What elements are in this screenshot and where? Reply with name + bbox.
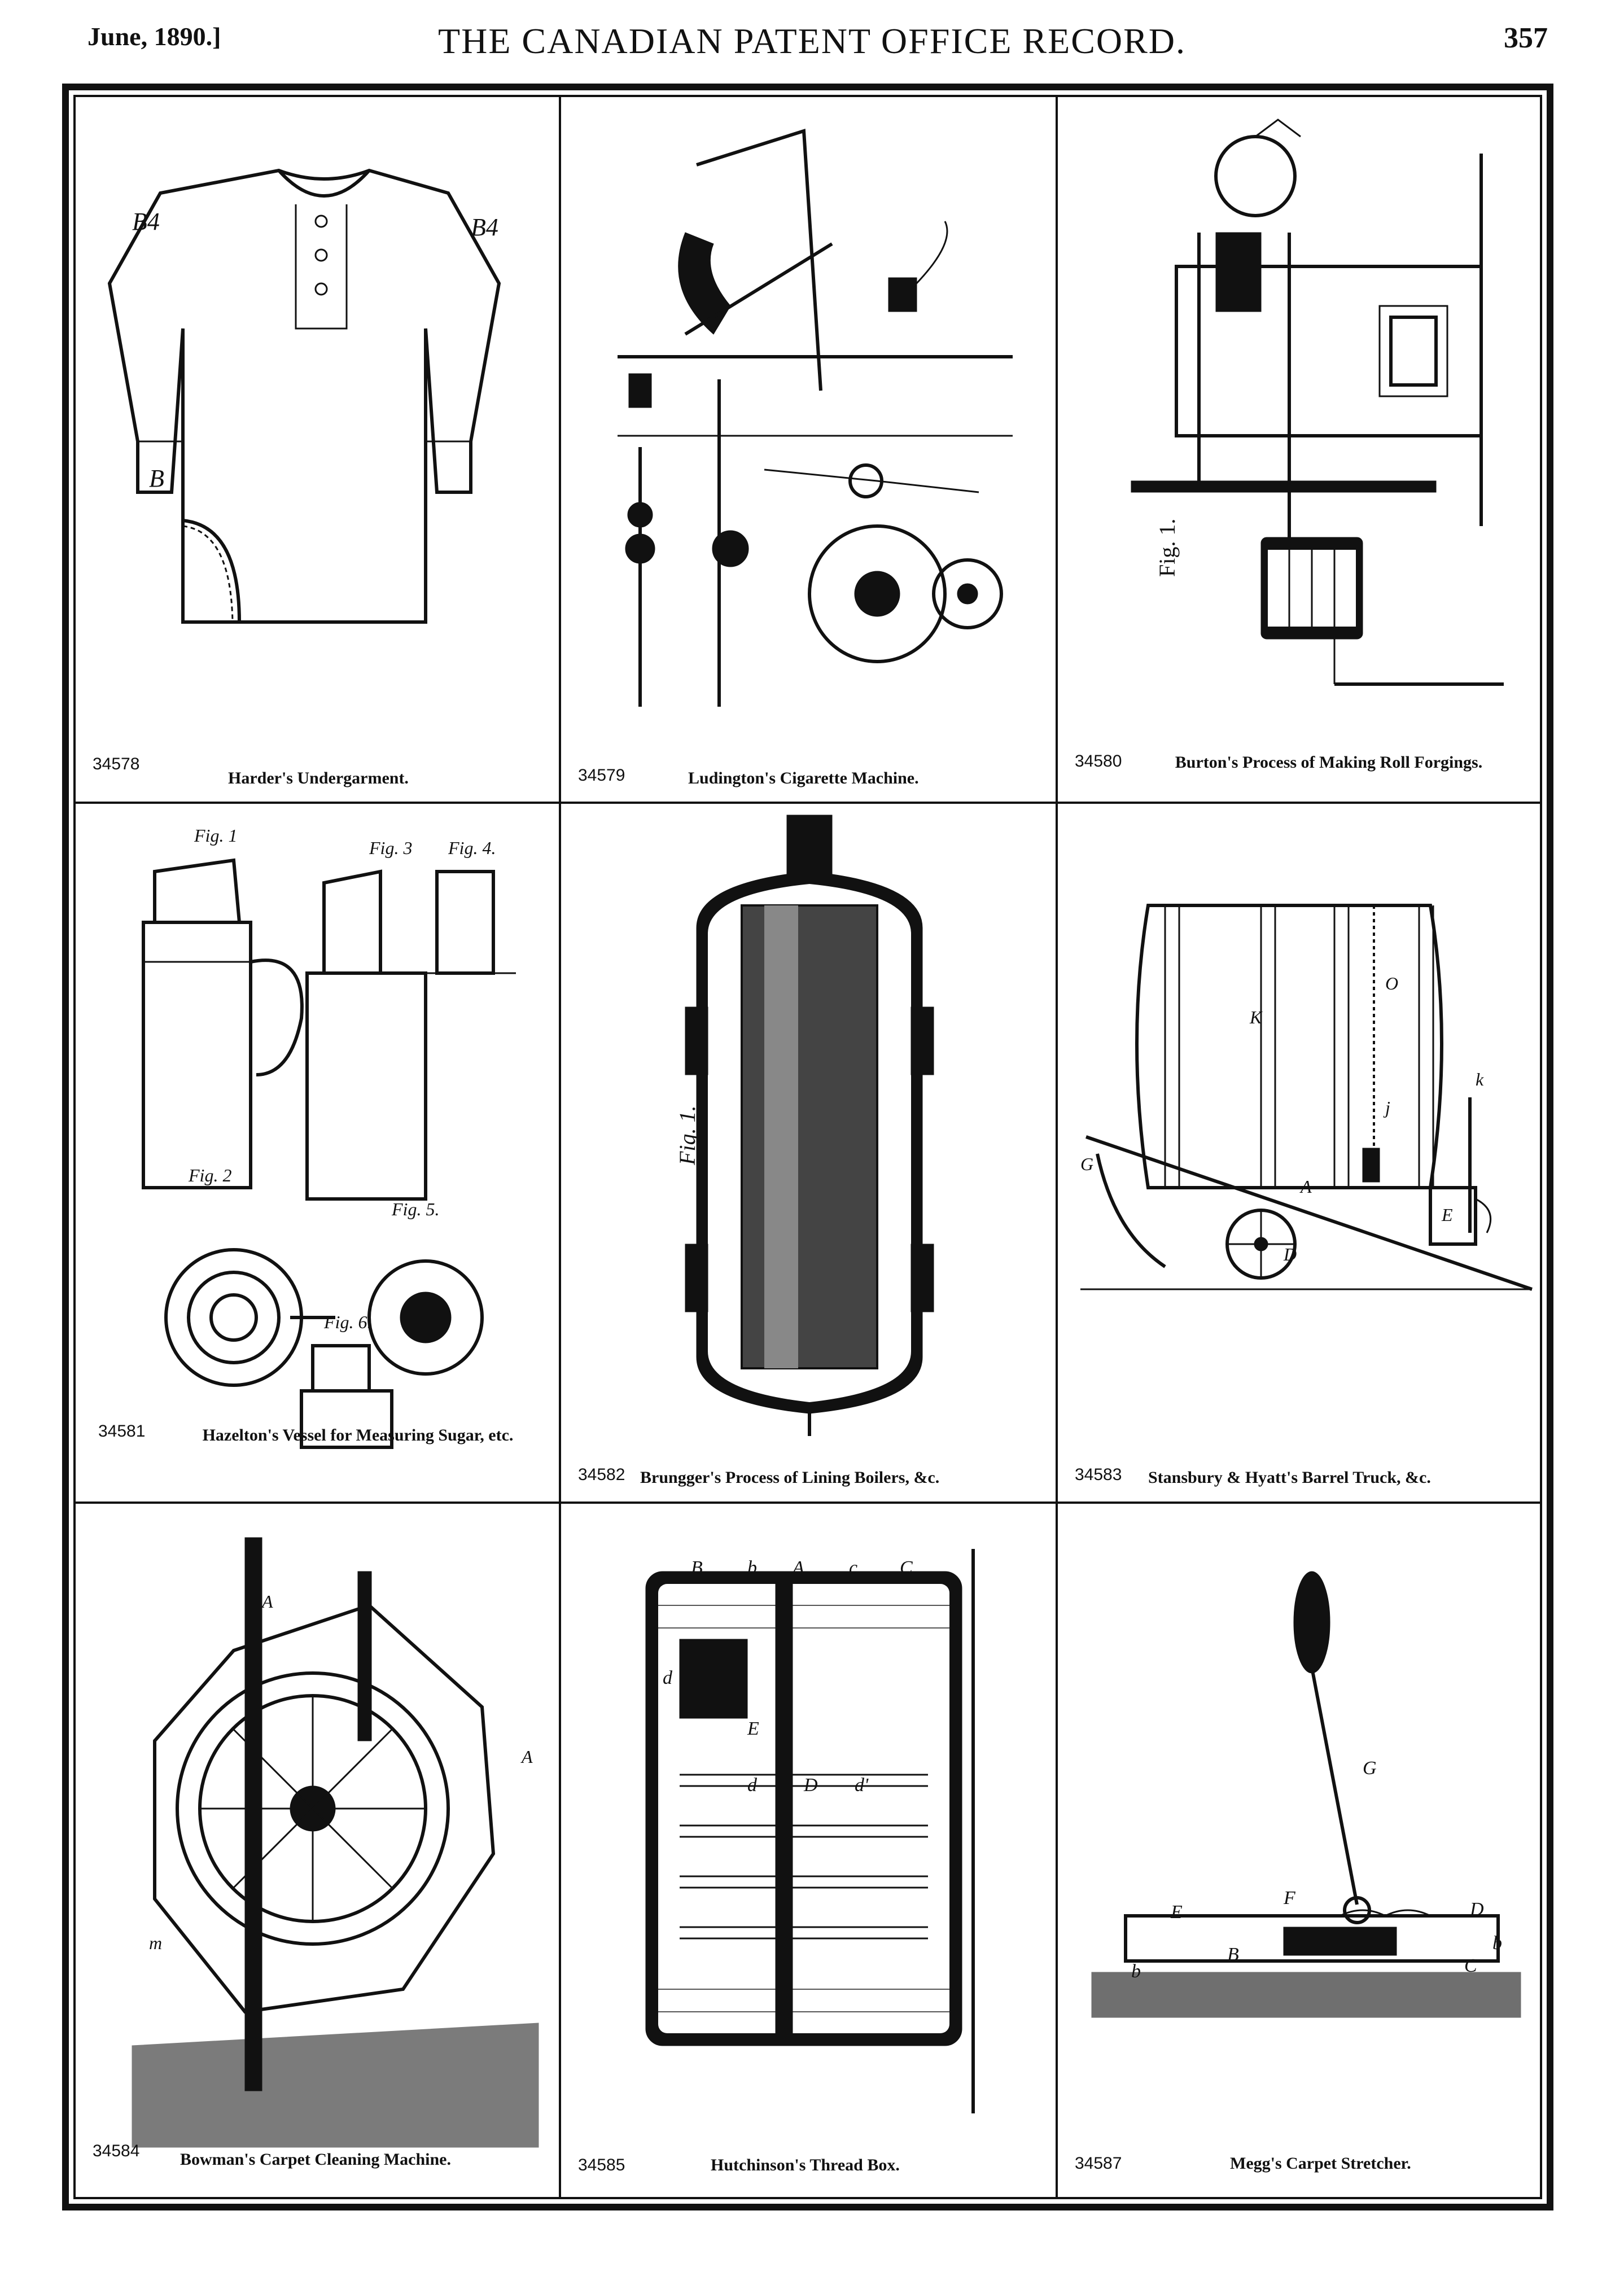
inner-frame: [73, 95, 1542, 2199]
patent-title: Hutchinson's Thread Box.: [711, 2156, 900, 2174]
sugar-vessel-drawing: [142, 858, 516, 1449]
figure-label: D: [1284, 1244, 1297, 1264]
patent-cell-34578: B4 B4 B 34578 Harder's Undergarment.: [76, 97, 559, 802]
boiler-lining-drawing: [685, 815, 934, 1436]
figure-label: D: [1470, 1899, 1484, 1920]
figure-label: G: [1363, 1758, 1377, 1779]
cigarette-machine-drawing: [618, 128, 1013, 707]
figure-label-b4-left: B4: [132, 208, 160, 235]
figure-label-b4-right: B4: [471, 213, 498, 241]
figure-label: Fig. 4.: [448, 838, 496, 858]
figure-label: K: [1250, 1007, 1262, 1027]
figure-label: B: [691, 1557, 703, 1578]
figure-label: m: [149, 1933, 163, 1953]
patent-number: 34579: [578, 766, 625, 785]
barrel-truck-drawing: [1080, 904, 1533, 1291]
patent-number: 34580: [1075, 752, 1122, 771]
patent-title: Burton's Process of Making Roll Forgings…: [1175, 753, 1483, 772]
undergarment-drawing: [107, 168, 501, 624]
grid-divider-h2: [73, 1502, 1542, 1504]
figure-label: E: [1442, 1205, 1453, 1225]
figure-label: b: [1492, 1933, 1502, 1954]
figure-label: k: [1476, 1069, 1484, 1089]
figure-label: C: [900, 1557, 913, 1578]
figure-label: E: [747, 1718, 759, 1739]
patent-number: 34582: [578, 1465, 625, 1484]
figure-label: Fig. 1: [194, 825, 238, 846]
patent-cell-34587: G F E D B b C b 34587 Megg's Carpet Stre…: [1058, 1504, 1540, 2197]
patent-cell-34580: Fig. 1. 34580 Burton's Process of Making…: [1058, 97, 1540, 802]
page-number: 357: [1504, 22, 1548, 54]
patent-number: 34583: [1075, 1465, 1122, 1484]
page-title: THE CANADIAN PATENT OFFICE RECORD.: [438, 21, 1186, 61]
figure-label-fig1: Fig. 1.: [675, 1105, 700, 1165]
patent-title: Megg's Carpet Stretcher.: [1230, 2154, 1411, 2173]
patent-title: Hazelton's Vessel for Measuring Sugar, e…: [202, 1426, 514, 1444]
figure-label: Fig. 6.: [324, 1312, 372, 1332]
patent-cell-34582: Fig. 1. 34582 Brungger's Process of Lini…: [561, 804, 1056, 1502]
patent-title: Harder's Undergarment.: [228, 769, 409, 787]
roll-forging-drawing: [1131, 119, 1504, 686]
patent-number: 34584: [93, 2142, 140, 2160]
patent-title: Bowman's Carpet Cleaning Machine.: [180, 2150, 451, 2169]
figure-label: F: [1284, 1888, 1295, 1908]
figure-label-b: B: [149, 465, 164, 492]
patent-cell-34581: Fig. 1 Fig. 3 Fig. 4. Fig. 2 Fig. 5. Fig…: [76, 804, 559, 1502]
outer-frame: [62, 84, 1553, 2210]
thread-box-drawing: [645, 1549, 975, 2113]
figure-label: O: [1385, 973, 1399, 993]
figure-label: b: [1131, 1961, 1141, 1982]
figure-label: C: [1464, 1955, 1477, 1976]
patent-number: 34581: [98, 1422, 146, 1441]
figure-label: d: [747, 1775, 757, 1796]
patent-cell-34584: A A m 34584 Bowman's Carpet Cleaning Mac…: [76, 1504, 559, 2197]
figure-label: Fig. 3: [369, 838, 413, 858]
figure-label: E: [1171, 1902, 1183, 1923]
patent-number: 34585: [578, 2156, 625, 2174]
figure-label: A: [1301, 1176, 1312, 1197]
patent-cell-34579: 34579 Ludington's Cigarette Machine.: [561, 97, 1056, 802]
patent-cell-34585: B b A c C d E d D d' 34585 Hutchinson's …: [561, 1504, 1056, 2197]
carpet-cleaning-drawing: [132, 1537, 539, 2148]
figure-label: d': [855, 1775, 869, 1796]
header-date: June, 1890.]: [87, 22, 221, 51]
figure-label: Fig. 5.: [392, 1199, 440, 1219]
patent-title: Stansbury & Hyatt's Barrel Truck, &c.: [1148, 1468, 1431, 1487]
grid-divider-v2: [1056, 95, 1058, 2199]
figure-label: A: [262, 1591, 273, 1612]
figure-label: G: [1080, 1154, 1094, 1174]
carpet-stretcher-drawing: [1091, 1571, 1521, 2018]
figure-label: c: [849, 1557, 858, 1578]
patent-number: 34578: [93, 755, 140, 773]
grid-divider-v1: [559, 95, 561, 2199]
figure-label: D: [804, 1775, 818, 1796]
figure-label: A: [793, 1557, 804, 1578]
figure-label: j: [1385, 1097, 1390, 1118]
figure-label: Fig. 2: [189, 1165, 232, 1185]
patent-title: Brungger's Process of Lining Boilers, &c…: [640, 1468, 940, 1487]
figure-label: b: [747, 1557, 757, 1578]
patent-cell-34583: K O G A D E k j 34583 Stansbury & Hyatt'…: [1058, 804, 1540, 1502]
grid-divider-h1: [73, 802, 1542, 804]
figure-label: A: [522, 1746, 533, 1767]
patent-title: Ludington's Cigarette Machine.: [688, 769, 919, 787]
patent-number: 34587: [1075, 2154, 1122, 2173]
figure-label: B: [1227, 1944, 1239, 1965]
figure-label-fig1: Fig. 1.: [1154, 518, 1180, 577]
figure-label: d: [663, 1667, 672, 1688]
